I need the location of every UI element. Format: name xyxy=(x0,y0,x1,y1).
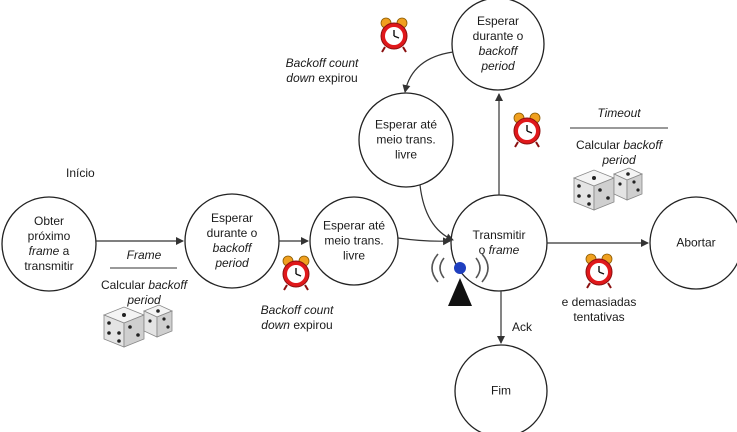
label-abortar: Abortar xyxy=(676,235,716,250)
label-fim: Fim xyxy=(491,383,511,398)
state-esperar-meio-2 xyxy=(358,92,454,188)
edge-meio2-to-transmitir xyxy=(419,184,454,241)
state-fim xyxy=(454,344,548,432)
alarm-clock-icon xyxy=(282,255,310,291)
state-esperar-backoff-2 xyxy=(451,0,545,91)
dice-icon xyxy=(573,167,643,211)
alarm-clock-icon xyxy=(585,253,613,289)
alarm-clock-icon xyxy=(380,17,408,53)
state-obter xyxy=(1,196,97,292)
start-label: Início xyxy=(66,166,95,180)
timeout-event-label: Timeout xyxy=(597,106,641,120)
ack-label: Ack xyxy=(512,320,533,334)
dice-icon xyxy=(103,304,173,348)
antenna-icon xyxy=(431,253,489,306)
edge-backoff2-to-meio2 xyxy=(402,51,454,93)
alarm-clock-icon xyxy=(513,112,541,148)
frame-event-label: Frame xyxy=(126,248,162,262)
edge-meio-to-transmitir xyxy=(397,237,451,246)
state-abortar xyxy=(649,196,737,290)
state-esperar-meio-1 xyxy=(309,196,399,286)
